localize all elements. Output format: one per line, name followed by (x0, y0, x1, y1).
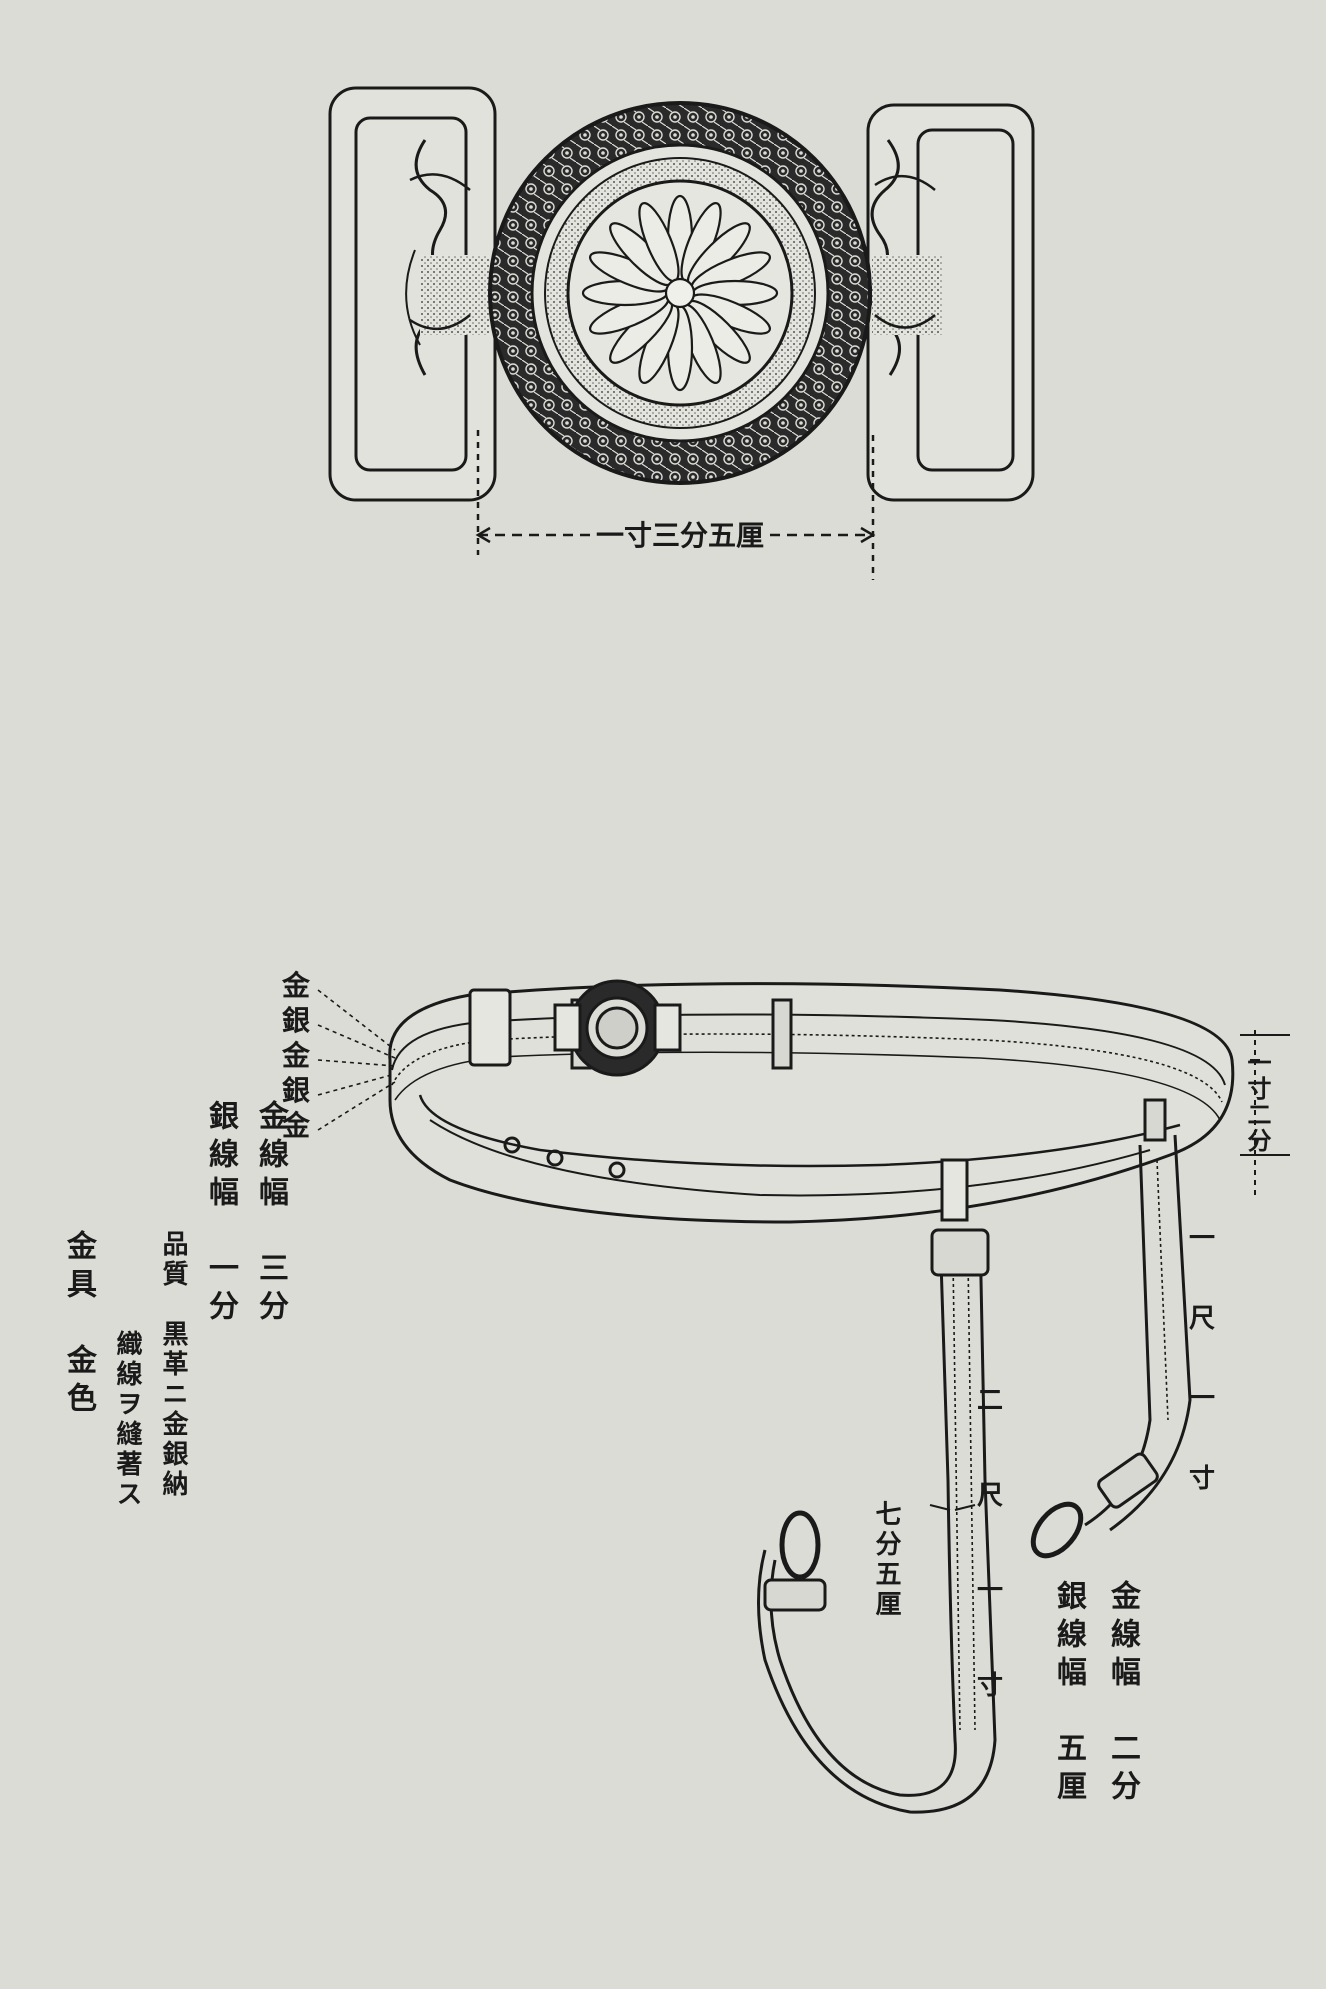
spec-right: 金線幅 二分 銀線幅 五厘 (1050, 1580, 1144, 1860)
spec-right-col-1: 金線幅 二分 (1105, 1580, 1140, 1808)
buckle-right-frame (866, 103, 1035, 502)
belt-width-dimension (1240, 1030, 1290, 1195)
spec-left: 金線幅 三分 銀線幅 一分 品質 黒革ニ金銀納 織線ヲ縫著ス 金具 金色 (60, 1100, 292, 1520)
spec-left-col-5: 金具 金色 (61, 1230, 96, 1420)
short-sling-length: 一 尺 一 寸 (1188, 1224, 1215, 1494)
stripe-label-gold-1: 金 (282, 969, 311, 1002)
buckle-dimension-label: 一寸三分五厘 (596, 519, 764, 552)
stripe-label-silver-2: 銀 (282, 1074, 311, 1107)
spec-left-col-2: 銀線幅 一分 (203, 1100, 238, 1328)
buckle-dimension (475, 430, 876, 580)
stripe-leaders (317, 989, 396, 1131)
buckle-left-frame (328, 86, 497, 502)
sling-width-dimension (929, 1504, 976, 1511)
buckle-drawing (328, 86, 1035, 502)
sling-width-label: 七分五厘 (871, 1500, 901, 1620)
spec-left-col-1: 金線幅 三分 (253, 1100, 288, 1328)
buckle-medallion (488, 101, 872, 485)
spec-right-col-2: 銀線幅 五厘 (1051, 1580, 1086, 1808)
spec-left-col-3: 品質 黒革ニ金銀納 (158, 1230, 188, 1500)
belt-drawing (388, 979, 1235, 1814)
stripe-label-gold-3: 金 (282, 1109, 311, 1142)
stripe-label-silver-1: 銀 (282, 1004, 311, 1037)
stripe-labels: 金 銀 金 銀 金 (282, 968, 322, 1143)
stripe-label-gold-2: 金 (282, 1039, 311, 1072)
chrysanthemum-crest (581, 194, 779, 392)
spec-left-col-4: 織線ヲ縫著ス (112, 1330, 142, 1510)
long-sling-length: 二 尺 一 寸 (976, 1386, 1003, 1701)
belt-width-label: 一寸二分 (1243, 1050, 1272, 1154)
